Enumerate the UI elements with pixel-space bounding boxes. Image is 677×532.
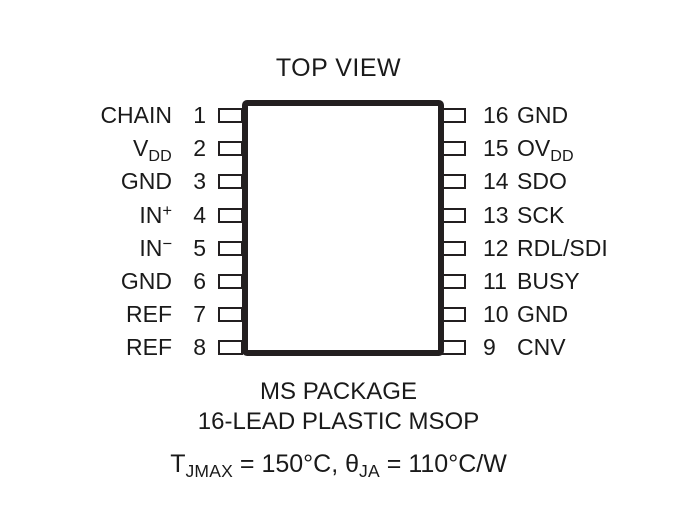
theta-ja-symbol: θ (345, 450, 360, 478)
pin-lead (441, 108, 466, 123)
pin-lead (441, 307, 466, 323)
theta-ja-subscript: JA (359, 460, 380, 481)
pin-lead (218, 274, 243, 289)
pin-name-label: VDD (133, 135, 172, 165)
pin-label-row: 12 RDL/SDI (483, 234, 677, 262)
pin-label-row: 15 OVDD (483, 135, 677, 165)
pin-lead (218, 108, 243, 123)
tjmax-value: = 150°C, (232, 450, 346, 478)
pin-name-label: REF (126, 334, 172, 361)
pin-name-subscript: DD (550, 146, 574, 165)
pin-name-label: SDO (517, 168, 567, 195)
pin-lead (441, 240, 466, 256)
pin-lead (218, 307, 243, 323)
pin-name-superscript: + (162, 200, 172, 220)
pin-lead (218, 207, 243, 223)
pin-lead (218, 240, 243, 256)
pin-number-label: 2 (193, 135, 206, 162)
pin-name-superscript: − (162, 233, 172, 253)
pin-number-label: 15 (483, 135, 509, 162)
pin-name-label: CNV (517, 334, 566, 361)
pin-number-label: 1 (193, 102, 206, 128)
pin-label-row: 13 SCK (483, 201, 677, 229)
pin-name-subscript: DD (148, 146, 172, 165)
pin-label-row: REF 7 (0, 301, 212, 329)
pin-lead (441, 340, 466, 356)
page-title: TOP VIEW (275, 54, 402, 82)
pin-label-row: IN− 5 (0, 234, 212, 262)
pin-name-label: GND (120, 268, 172, 294)
pin-label-row: 11 BUSY (483, 268, 677, 296)
pin-number-label: 3 (193, 168, 206, 195)
pin-number-label: 11 (483, 268, 507, 294)
pin-number-label: 12 (483, 234, 509, 261)
pin-name-label: REF (126, 301, 172, 328)
pin-label-row: 14 SDO (483, 168, 677, 196)
pin-lead (441, 141, 466, 157)
pin-name-label: GND (517, 102, 569, 128)
pin-number-label: 7 (193, 301, 206, 328)
theta-ja-value: = 110°C/W (379, 450, 507, 478)
pin-name-label: GND (120, 168, 172, 195)
tjmax-symbol: T (170, 450, 186, 478)
package-type-caption: 16-LEAD PLASTIC MSOP (197, 408, 480, 435)
package-name-caption: MS PACKAGE (260, 378, 417, 405)
pin-name-label: IN+ (139, 200, 172, 228)
pin-number-label: 16 (483, 102, 509, 128)
pin-lead (218, 141, 243, 157)
pin-label-row: 16 GND (483, 102, 677, 130)
package-body-outline (242, 100, 444, 356)
pin-lead (441, 274, 466, 289)
pin-number-label: 5 (193, 234, 206, 261)
pin-label-row: IN+ 4 (0, 201, 212, 229)
pin-number-label: 6 (193, 268, 206, 294)
pin-number-label: 14 (483, 168, 509, 195)
pin-number-label: 8 (193, 334, 206, 361)
thermal-spec-caption: TJMAX = 150°C, θJA = 110°C/W (0, 450, 677, 481)
pin-label-row: REF 8 (0, 334, 212, 362)
pin-label-row: GND 6 (0, 268, 212, 296)
pin-lead (441, 174, 466, 190)
pin-name-label: OVDD (517, 135, 574, 165)
pin-name-label: IN− (139, 233, 172, 261)
pin-number-label: 13 (483, 201, 509, 228)
pin-label-row: 9 CNV (483, 334, 677, 362)
pin-number-label: 10 (483, 301, 509, 328)
pin-number-label: 4 (193, 201, 206, 228)
pin-name-label: GND (517, 301, 569, 328)
pin-label-row: GND 3 (0, 168, 212, 196)
pin-label-row: VDD 2 (0, 135, 212, 165)
pin-label-row: 10 GND (483, 301, 677, 329)
pin-lead (441, 207, 466, 223)
pin-label-row: CHAIN 1 (0, 102, 212, 130)
pin-lead (218, 174, 243, 190)
pin-lead (218, 340, 243, 356)
pin-name-label: BUSY (517, 268, 580, 294)
pin-number-label: 9 (483, 334, 496, 361)
pin-name-label: RDL/SDI (517, 234, 608, 261)
pin-name-label: CHAIN (100, 102, 172, 128)
tjmax-subscript: JMAX (185, 460, 233, 481)
pin-name-label: SCK (517, 201, 565, 228)
